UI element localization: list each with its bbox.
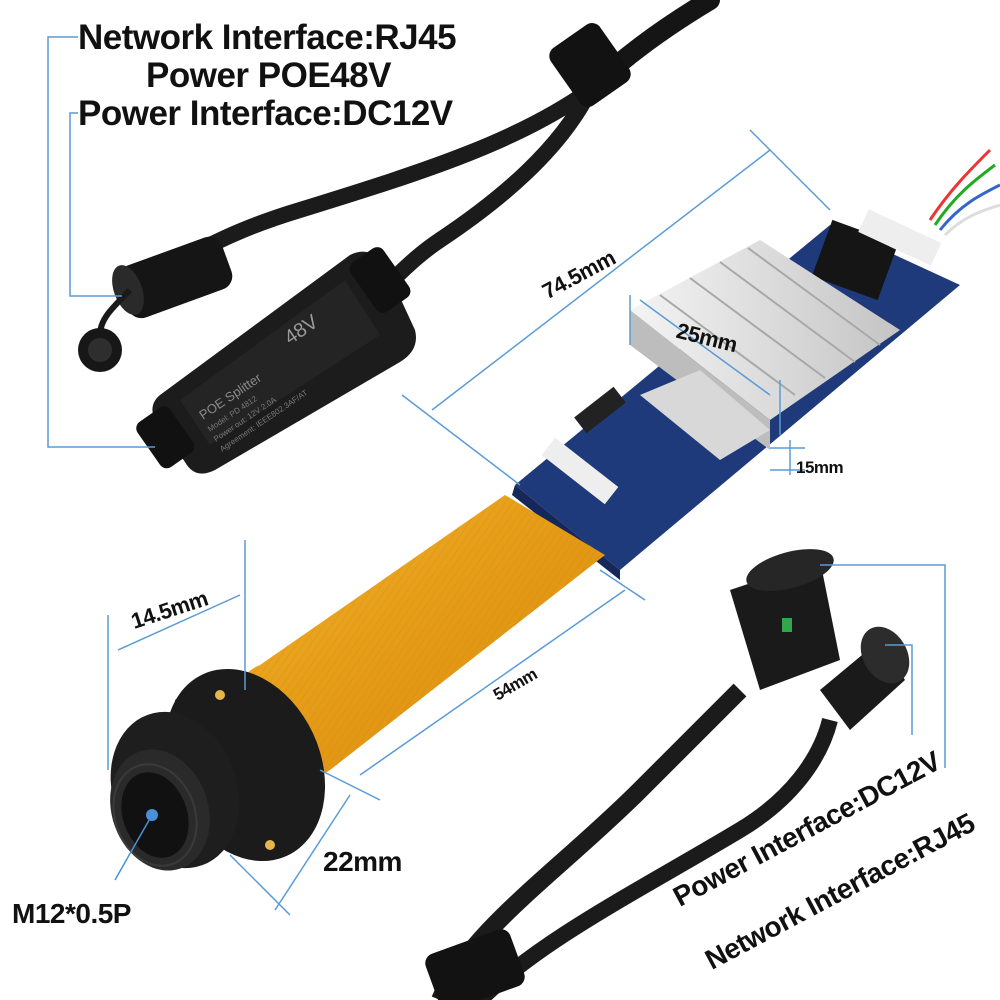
board-bracket xyxy=(640,370,770,460)
dimension-lines xyxy=(107,129,831,916)
dc-jack-top xyxy=(112,236,233,319)
poe-splitter-cable: POE Splitter 48V Model: PD 4812 Power ou… xyxy=(78,0,720,474)
lens xyxy=(110,711,240,871)
top-callout-lines xyxy=(47,36,155,448)
label-top-power: Power Interface:DC12V xyxy=(78,94,453,133)
bottom-callout-lines xyxy=(820,564,946,768)
rj45-connector xyxy=(730,549,840,690)
label-top-network: Network Interface:RJ45 xyxy=(78,18,457,57)
label-dim-15: 15mm xyxy=(796,458,844,477)
thread-callout-line xyxy=(114,814,153,881)
label-lens-thread: M12*0.5P xyxy=(12,898,131,929)
rj45-dc-cable xyxy=(425,549,910,1000)
label-top-poe: Power POE48V xyxy=(146,56,391,95)
rubber-cap xyxy=(78,287,133,372)
dc-jack-bottom xyxy=(820,626,910,730)
flex-cable xyxy=(242,495,605,778)
poe-splitter-body xyxy=(136,247,416,474)
label-dim-22: 22mm xyxy=(323,846,402,877)
